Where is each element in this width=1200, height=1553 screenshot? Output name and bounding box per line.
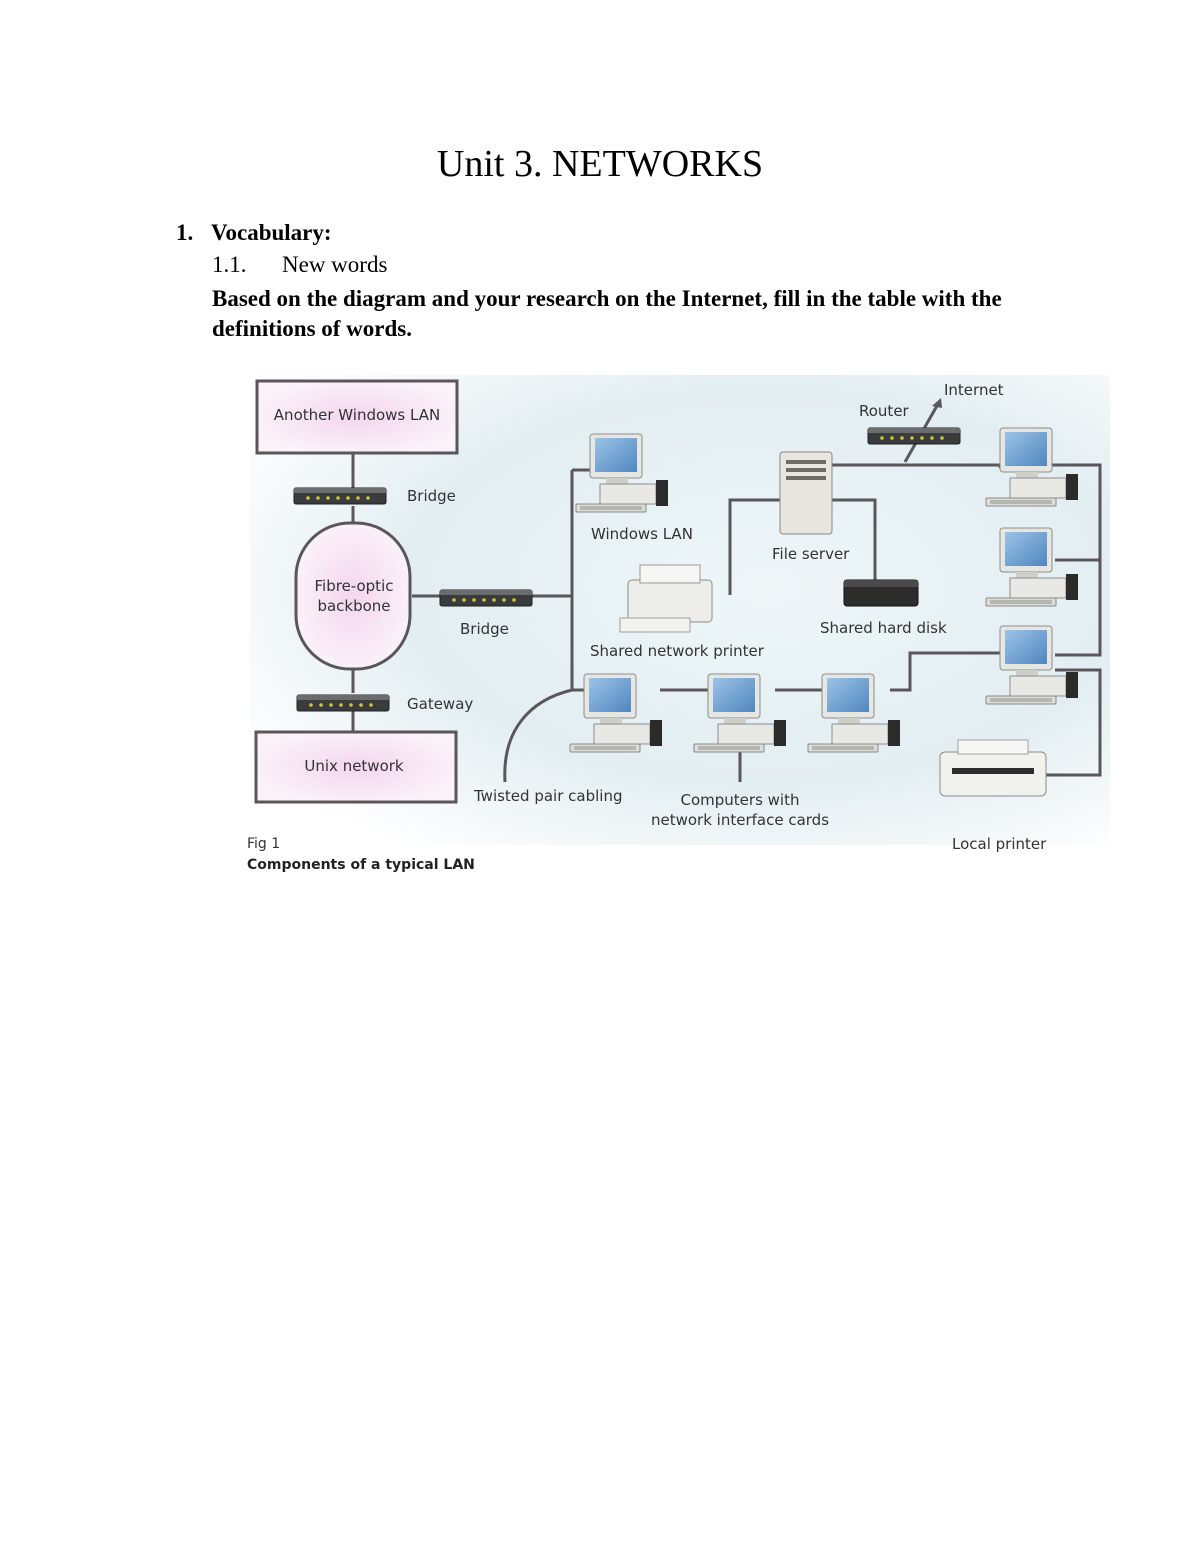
internet-label: Internet	[944, 381, 1004, 399]
twisted-pair-cable	[503, 688, 573, 783]
instructions-text: Based on the diagram and your research o…	[212, 286, 1002, 341]
router-label: Router	[859, 402, 910, 420]
page-title: Unit 3. NETWORKS	[436, 143, 764, 185]
file-server-label: File server	[772, 545, 850, 563]
section-number: 1.	[176, 220, 194, 245]
windows-lan-label: Windows LAN	[591, 525, 693, 543]
backbone-label-line1: Fibre-optic	[315, 577, 394, 595]
computers-label-line2: network interface cards	[651, 811, 829, 829]
another-windows-lan-label: Another Windows LAN	[274, 406, 440, 424]
another-windows-lan-box	[255, 379, 459, 455]
section-heading: 1. Vocabulary:	[176, 218, 332, 248]
bridge-mid-label: Bridge	[460, 620, 509, 638]
cable-server-printer	[728, 498, 795, 595]
router-device	[867, 427, 961, 445]
lan-diagram-figure: Another Windows LAN Bridge Fibre-optic b…	[240, 370, 1120, 880]
gateway-device	[296, 694, 390, 712]
file-server-device	[779, 451, 833, 535]
shared-hard-disk-device	[843, 579, 919, 607]
local-printer-label: Local printer	[952, 835, 1047, 853]
shared-network-printer-device	[619, 564, 713, 633]
subsection-label: New words	[282, 252, 388, 277]
subsection-number: 1.1.	[212, 252, 247, 277]
unix-network-label: Unix network	[304, 757, 404, 775]
section-label: Vocabulary:	[211, 220, 332, 245]
cable-local-printer	[1045, 668, 1102, 777]
internet-arrow	[932, 398, 942, 408]
unix-network-box	[254, 730, 458, 804]
local-printer-device	[939, 739, 1047, 797]
backbone-label-line2: backbone	[317, 597, 390, 615]
subsection-heading: 1.1. New words	[212, 250, 387, 280]
cable-pc3-up	[890, 651, 1000, 692]
bridge-top-device	[293, 487, 387, 505]
computers-label-line1: Computers with	[681, 791, 800, 809]
cable-server-disk	[825, 498, 877, 580]
twisted-pair-label: Twisted pair cabling	[473, 787, 622, 805]
bridge-mid-device	[439, 589, 533, 607]
shared-hard-disk-label: Shared hard disk	[820, 619, 947, 637]
gateway-label: Gateway	[407, 695, 473, 713]
shared-printer-label: Shared network printer	[590, 642, 765, 660]
bridge-top-label: Bridge	[407, 487, 456, 505]
fibre-optic-backbone	[294, 521, 412, 671]
lan-diagram: Another Windows LAN Bridge Fibre-optic b…	[247, 375, 1110, 873]
figure-caption-title: Components of a typical LAN	[247, 857, 475, 873]
figure-number: Fig 1	[247, 836, 280, 852]
